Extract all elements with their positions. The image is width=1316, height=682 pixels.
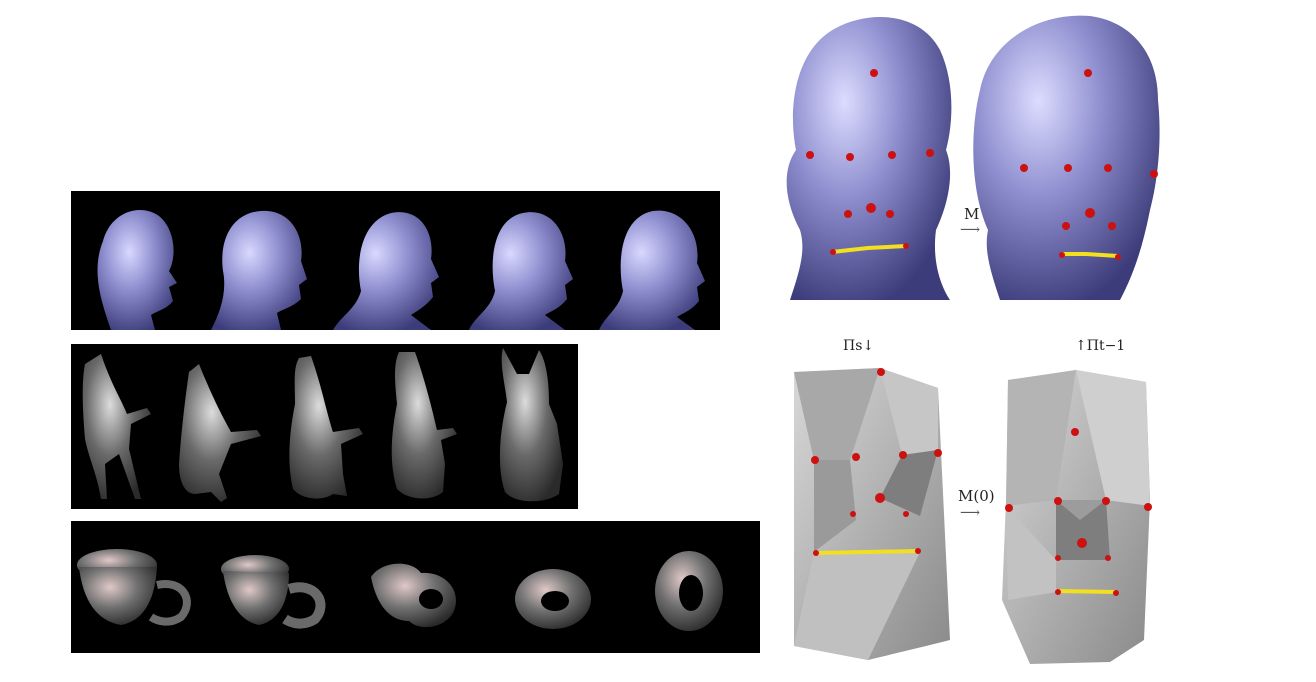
cup-4 (515, 569, 591, 629)
cup-2 (221, 555, 326, 629)
mapping-arrow-m0: ⟶ (960, 505, 981, 521)
head-2 (211, 210, 307, 330)
mesh-correspondence-illustration (786, 15, 1160, 664)
cup-5 (655, 551, 723, 631)
head-3 (333, 212, 439, 330)
projection-label-target-inverse: ↑Πt−1 (1075, 338, 1126, 354)
head-4 (469, 212, 573, 330)
mapping-arrow-m: ⟶ (960, 222, 981, 238)
head-morph-strip (71, 191, 720, 330)
head-5 (599, 210, 705, 330)
animal-2 (179, 364, 261, 502)
mapping-label-m: M (964, 205, 980, 223)
target-head-mesh (973, 15, 1160, 300)
cup-1 (77, 549, 191, 626)
cup-morph-strip (71, 521, 760, 653)
target-base-mesh (1002, 370, 1152, 664)
cup-morph-thumbnail (77, 549, 723, 631)
head-1 (97, 209, 177, 330)
animal-morph-strip (71, 344, 578, 509)
head-morph-thumbnail (97, 209, 705, 330)
mapping-label-m0: M(0) (958, 487, 995, 505)
animal-morph-thumbnail (82, 348, 563, 502)
projection-label-source: Πs↓ (843, 338, 875, 354)
cup-3 (371, 563, 457, 628)
animal-5 (499, 348, 563, 502)
animal-1 (82, 354, 151, 499)
source-base-mesh (794, 368, 950, 660)
animal-3 (289, 356, 363, 499)
correspondence-figure (770, 0, 1316, 682)
source-head-mesh (786, 17, 952, 300)
animal-4 (391, 352, 457, 499)
